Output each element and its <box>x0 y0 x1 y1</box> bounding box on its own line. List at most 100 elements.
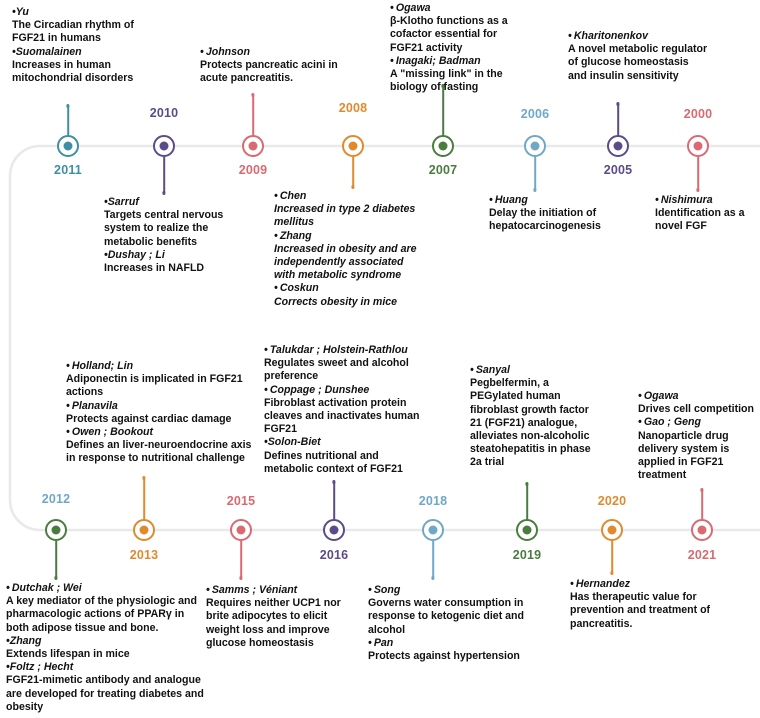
entry-item: •Suomalainen Increases in human mitochon… <box>12 46 152 86</box>
node-2018[interactable] <box>422 519 444 541</box>
year-label-2000: 2000 <box>683 107 713 121</box>
node-2006[interactable] <box>524 135 546 157</box>
entry-author-name: Ogawa <box>395 2 431 14</box>
entry-author-name: Pan <box>373 636 394 649</box>
entry-author-name: Dutchak ; Wei <box>11 582 82 594</box>
entry-block-2013: • Holland; Lin Adiponectin is implicated… <box>66 360 256 466</box>
entry-author-name: Nishimura <box>660 194 713 206</box>
entry-item: • Planavila Protects against cardiac dam… <box>66 400 256 426</box>
entry-desc: Corrects obesity in mice <box>274 295 398 308</box>
node-2012[interactable] <box>45 519 67 541</box>
node-2013[interactable] <box>133 519 155 541</box>
entry-desc: Extends lifespan in mice <box>6 648 130 661</box>
entry-block-2015: • Samms ; Véniant Requires neither UCP1 … <box>206 584 356 650</box>
entry-author: • <box>368 584 374 596</box>
entry-desc: A key mediator of the physiologic and ph… <box>6 595 197 634</box>
stem-2006 <box>534 157 536 190</box>
entry-author-name: Sanyal <box>475 364 510 376</box>
entry-item: • Ogawa β-Klotho functions as a cofactor… <box>390 2 530 55</box>
entry-desc: Increased in obesity and are independent… <box>274 242 417 282</box>
entry-desc: The Circadian rhythm of FGF21 in humans <box>12 19 134 45</box>
entry-desc: Delay the initiation of hepatocarcinogen… <box>489 207 601 233</box>
entry-desc: Nanoparticle drug delivery system is app… <box>638 429 730 482</box>
stem-2011 <box>67 106 69 146</box>
entry-author: • <box>638 390 644 402</box>
node-2021[interactable] <box>691 519 713 541</box>
entry-author: • <box>6 582 12 594</box>
node-2020[interactable] <box>601 519 623 541</box>
entry-author: • <box>568 30 574 42</box>
year-label-2008: 2008 <box>338 101 368 115</box>
entry-block-2020: • Hernandez Has therapeutic value for pr… <box>570 578 720 631</box>
entry-author-name: Zhang <box>9 634 42 647</box>
entry-item: • Hernandez Has therapeutic value for pr… <box>570 578 720 631</box>
entry-author: • <box>264 383 270 396</box>
entry-block-2000: • Nishimura Identification as a novel FG… <box>655 194 760 234</box>
entry-author-name: Planavila <box>71 399 118 412</box>
entry-item: • Kharitonenkov A novel metabolic regula… <box>568 30 710 83</box>
entry-author-name: Song <box>373 584 401 596</box>
stem-2012 <box>55 541 57 578</box>
entry-desc: Has therapeutic value for prevention and… <box>570 591 711 630</box>
entry-desc: Pegbelfermin, a PEGylated human fibrobla… <box>470 377 591 469</box>
year-label-2005: 2005 <box>603 163 633 177</box>
entry-author: • <box>12 45 16 58</box>
entry-item: • Sanyal Pegbelfermin, a PEGylated human… <box>470 364 592 470</box>
entry-block-2021: • Ogawa Drives cell competition • Gao ; … <box>638 390 760 482</box>
entry-author-name: Coppage ; Dunshee <box>269 383 370 396</box>
stem-2013 <box>143 478 145 530</box>
node-2011[interactable] <box>57 135 79 157</box>
entry-author-name: Hernandez <box>575 578 631 590</box>
node-2005[interactable] <box>607 135 629 157</box>
entry-block-2007: • Ogawa β-Klotho functions as a cofactor… <box>390 2 530 94</box>
stem-2021 <box>701 490 703 530</box>
entry-desc: Governs water consumption in response to… <box>368 597 524 636</box>
year-label-2012: 2012 <box>41 492 71 506</box>
node-2016[interactable] <box>323 519 345 541</box>
node-2010[interactable] <box>153 135 175 157</box>
entry-desc: A "missing link" in the biology of fasti… <box>390 68 503 94</box>
year-label-2016: 2016 <box>319 548 349 562</box>
entry-item: • Owen ; Bookout Defines an liver-neuroe… <box>66 426 256 466</box>
entry-author: • <box>489 194 495 206</box>
entry-item: • Coskun Corrects obesity in mice <box>274 282 426 308</box>
entry-author: • <box>470 364 476 376</box>
entry-author-name: Holland; Lin <box>71 360 134 372</box>
entry-author-name: Kharitonenkov <box>573 30 649 42</box>
entry-item: •Sarruf Targets central nervous system t… <box>104 196 254 249</box>
entry-author: • <box>12 6 16 18</box>
year-label-2007: 2007 <box>428 163 458 177</box>
entry-desc: Defines an liver-neuroendocrine axis in … <box>66 439 252 465</box>
entry-author-name: Johnson <box>205 46 250 58</box>
entry-item: •Yu The Circadian rhythm of FGF21 in hum… <box>12 6 152 46</box>
year-label-2009: 2009 <box>238 163 268 177</box>
entry-author: • <box>570 578 576 590</box>
entry-desc: Drives cell competition <box>638 403 754 416</box>
stem-2015 <box>240 541 242 578</box>
entry-block-2016: • Talukdar ; Holstein-Rathlou Regulates … <box>264 344 430 476</box>
stem-2005 <box>617 104 619 146</box>
year-label-2015: 2015 <box>226 494 256 508</box>
entry-author: • <box>638 416 644 429</box>
entry-author: • <box>200 46 206 58</box>
entry-block-2011: •Yu The Circadian rhythm of FGF21 in hum… <box>12 6 152 85</box>
entry-desc: Protects pancreatic acini in acute pancr… <box>200 59 338 85</box>
stem-2000 <box>697 157 699 190</box>
entry-author-name: Chen <box>279 190 307 202</box>
entry-author: • <box>6 634 10 647</box>
entry-author: • <box>66 426 72 439</box>
entry-item: • Pan Protects against hypertension <box>368 637 538 663</box>
node-2007[interactable] <box>432 135 454 157</box>
entry-author: • <box>104 248 108 261</box>
stem-2018 <box>432 541 434 578</box>
node-2015[interactable] <box>230 519 252 541</box>
node-2008[interactable] <box>342 135 364 157</box>
node-2019[interactable] <box>516 519 538 541</box>
node-2009[interactable] <box>242 135 264 157</box>
entry-item: • Coppage ; Dunshee Fibroblast activatio… <box>264 384 430 437</box>
node-2000[interactable] <box>687 135 709 157</box>
stem-2010 <box>163 157 165 193</box>
entry-item: • Johnson Protects pancreatic acini in a… <box>200 46 350 86</box>
entry-desc: Targets central nervous system to realiz… <box>104 209 224 248</box>
